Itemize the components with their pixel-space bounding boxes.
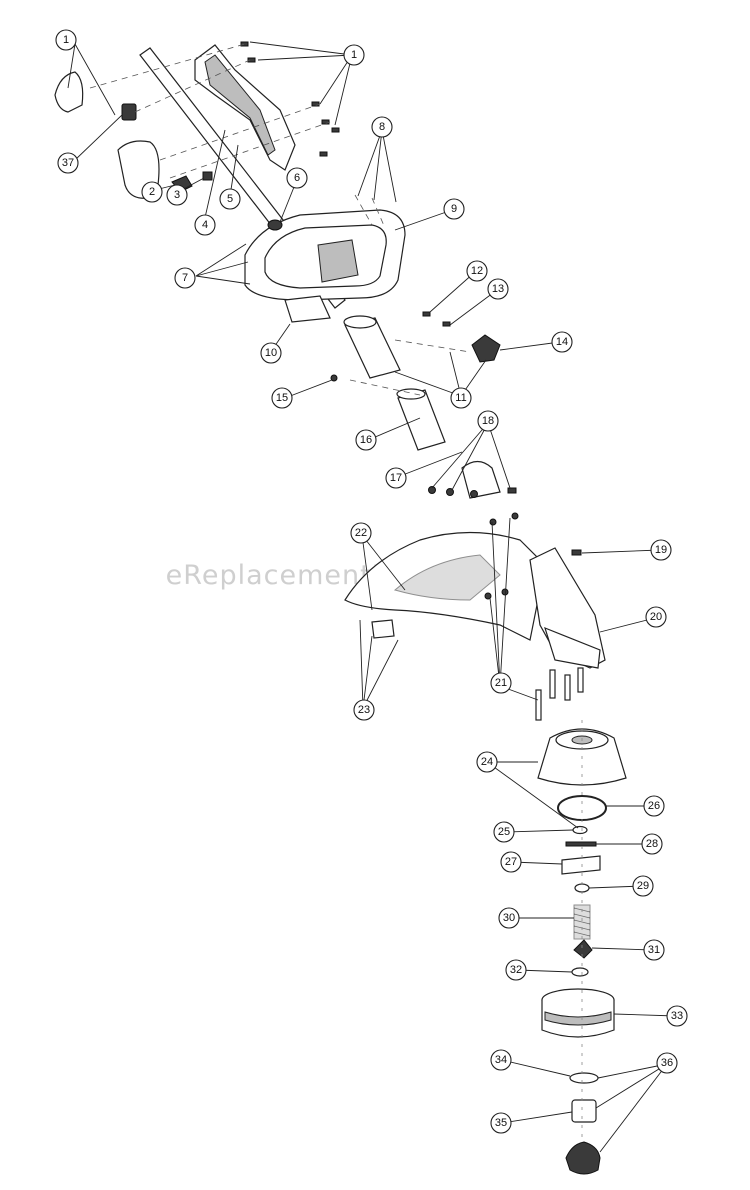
assist-handle-assembly: [244, 194, 406, 323]
callout-16: 16: [355, 429, 377, 451]
callout-25: 25: [493, 821, 515, 843]
svg-text:28: 28: [646, 838, 658, 850]
callout-8: 8: [371, 116, 393, 138]
svg-text:14: 14: [556, 336, 568, 348]
svg-text:3: 3: [174, 189, 180, 201]
callout-32: 32: [505, 959, 527, 981]
callout-31: 31: [643, 939, 665, 961]
callout-37: 37: [57, 152, 79, 174]
callout-20: 20: [645, 606, 667, 628]
callout-34: 34: [490, 1049, 512, 1071]
svg-text:20: 20: [650, 611, 662, 623]
callout-28: 28: [641, 833, 663, 855]
callout-14: 14: [551, 331, 573, 353]
svg-text:17: 17: [390, 472, 402, 484]
callout-27: 27: [500, 851, 522, 873]
callout-13: 13: [487, 278, 509, 300]
svg-text:19: 19: [655, 544, 667, 556]
svg-text:23: 23: [358, 704, 370, 716]
leader-lines: [67, 41, 677, 1153]
svg-text:1: 1: [63, 34, 69, 46]
callout-21: 21: [490, 672, 512, 694]
svg-text:13: 13: [492, 283, 504, 295]
motor-assembly: [330, 311, 517, 499]
callout-11: 11: [450, 387, 472, 409]
callout-35: 35: [490, 1112, 512, 1134]
callout-10: 10: [260, 342, 282, 364]
callout-30: 30: [498, 907, 520, 929]
svg-text:34: 34: [495, 1054, 507, 1066]
svg-text:4: 4: [202, 219, 208, 231]
svg-text:16: 16: [360, 434, 372, 446]
callout-18: 18: [477, 410, 499, 432]
callout-2: 2: [141, 181, 163, 203]
svg-text:21: 21: [495, 677, 507, 689]
svg-text:11: 11: [455, 392, 466, 404]
svg-text:22: 22: [355, 527, 367, 539]
callout-36: 36: [656, 1052, 678, 1074]
callout-19: 19: [650, 539, 672, 561]
svg-text:35: 35: [495, 1117, 507, 1129]
callout-5: 5: [219, 188, 241, 210]
callout-33: 33: [666, 1005, 688, 1027]
callout-23: 23: [353, 699, 375, 721]
svg-text:24: 24: [481, 756, 493, 768]
svg-text:29: 29: [637, 880, 649, 892]
svg-text:27: 27: [505, 856, 517, 868]
callout-1b: 1: [343, 44, 365, 66]
callout-9: 9: [443, 198, 465, 220]
svg-text:31: 31: [648, 944, 660, 956]
svg-text:1: 1: [351, 49, 357, 61]
callout-17: 17: [385, 467, 407, 489]
callouts: 1 1 37 2 3 4 5 6 7 8 9 10 11 12 13 14 15…: [55, 29, 688, 1134]
callout-4: 4: [194, 214, 216, 236]
svg-text:9: 9: [451, 203, 457, 215]
callout-29: 29: [632, 875, 654, 897]
svg-text:33: 33: [671, 1010, 683, 1022]
callout-24: 24: [476, 751, 498, 773]
callout-3: 3: [166, 184, 188, 206]
svg-text:36: 36: [661, 1057, 673, 1069]
callout-1a: 1: [55, 29, 77, 51]
callout-22: 22: [350, 522, 372, 544]
callout-26: 26: [643, 795, 665, 817]
svg-text:12: 12: [471, 265, 483, 277]
guard-assembly: [344, 512, 606, 721]
svg-text:26: 26: [648, 800, 660, 812]
svg-text:25: 25: [498, 826, 510, 838]
svg-text:37: 37: [62, 157, 74, 169]
callout-15: 15: [271, 387, 293, 409]
svg-text:32: 32: [510, 964, 522, 976]
svg-text:10: 10: [265, 347, 277, 359]
svg-text:30: 30: [503, 912, 515, 924]
callout-6: 6: [286, 167, 308, 189]
svg-text:8: 8: [379, 121, 385, 133]
svg-text:2: 2: [149, 186, 155, 198]
svg-text:15: 15: [276, 392, 288, 404]
svg-text:7: 7: [182, 272, 188, 284]
callout-12: 12: [466, 260, 488, 282]
svg-text:5: 5: [227, 193, 233, 205]
svg-text:18: 18: [482, 415, 494, 427]
svg-text:6: 6: [294, 172, 300, 184]
callout-7: 7: [174, 267, 196, 289]
trimmer-head-stack: [537, 720, 627, 1175]
